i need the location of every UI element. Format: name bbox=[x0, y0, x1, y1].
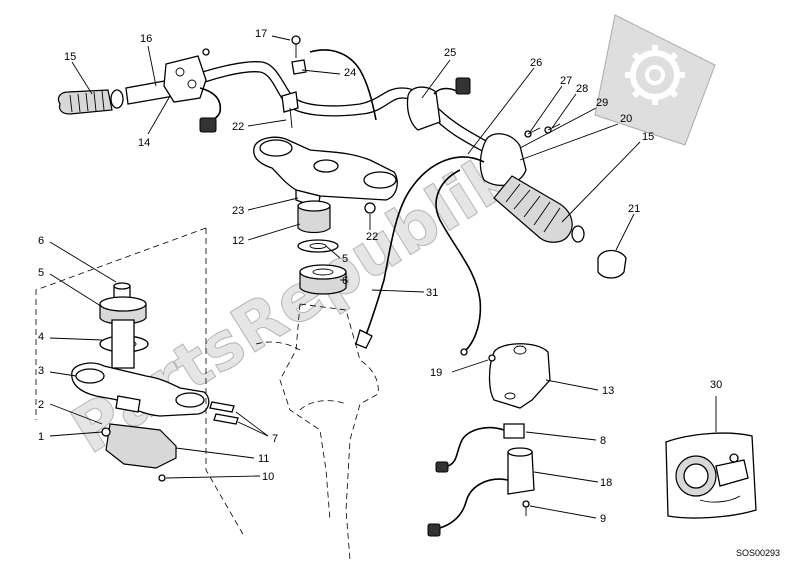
gear-icon bbox=[594, 14, 716, 146]
steering-head-stack bbox=[255, 200, 379, 561]
ignition-group bbox=[427, 343, 551, 537]
frame-outline bbox=[299, 303, 379, 561]
callout-19: 19 bbox=[430, 367, 442, 379]
inset-detail bbox=[665, 432, 757, 519]
callout-30: 30 bbox=[710, 379, 722, 391]
callout-28: 28 bbox=[576, 83, 588, 95]
callout-25: 25 bbox=[444, 47, 456, 59]
ignition-switch bbox=[507, 451, 535, 495]
callout-24: 24 bbox=[344, 67, 356, 79]
right-switch-connector bbox=[455, 77, 471, 95]
callout-7: 7 bbox=[272, 433, 278, 445]
callout-1: 1 bbox=[38, 431, 44, 443]
callout-14: 14 bbox=[138, 137, 150, 149]
right-bar-end bbox=[571, 225, 585, 243]
callout-17: 17 bbox=[255, 28, 267, 40]
callout-8: 8 bbox=[600, 435, 606, 447]
callout-10: 10 bbox=[262, 471, 274, 483]
callout-20: 20 bbox=[620, 113, 632, 125]
callout-23: 23 bbox=[232, 205, 244, 217]
callout-9: 9 bbox=[600, 513, 606, 525]
leader-lines bbox=[49, 35, 717, 519]
callout-11: 11 bbox=[258, 453, 269, 465]
callout-29: 29 bbox=[596, 97, 608, 109]
callout-15: 15 bbox=[64, 51, 76, 63]
handlebar-assembly bbox=[57, 35, 627, 356]
bar-end-weight bbox=[597, 249, 627, 279]
pinch-bolts bbox=[209, 401, 239, 425]
handlebar-tube bbox=[179, 61, 489, 153]
upper-triple-clamp bbox=[253, 136, 398, 214]
callout-4: 4 bbox=[38, 331, 44, 343]
drawing-code: SOS00293 bbox=[736, 548, 780, 558]
left-bar-end bbox=[110, 89, 124, 109]
callout-22-lower: 22 bbox=[366, 231, 378, 243]
callout-26: 26 bbox=[530, 57, 542, 69]
throttle-housing bbox=[479, 133, 527, 187]
lower-triple-clamp bbox=[35, 227, 245, 537]
callout-18: 18 bbox=[600, 477, 612, 489]
callout-5-right: 5 bbox=[342, 253, 348, 265]
right-switch-housing bbox=[406, 86, 441, 131]
left-grip bbox=[57, 89, 113, 115]
callout-6-right: 6 bbox=[342, 275, 348, 287]
callout-15-right: 15 bbox=[642, 131, 654, 143]
lock-plate bbox=[105, 423, 177, 469]
key-sensor bbox=[503, 423, 525, 439]
callout-labels: 15 16 14 17 24 22 25 26 27 28 29 20 15 2… bbox=[38, 28, 780, 558]
switch-bracket bbox=[488, 343, 551, 409]
callout-21: 21 bbox=[628, 203, 640, 215]
callout-22-upper: 22 bbox=[232, 121, 244, 133]
callout-27: 27 bbox=[560, 75, 572, 87]
callout-13: 13 bbox=[602, 385, 614, 397]
ring-nut bbox=[297, 205, 331, 234]
throttle-cable bbox=[363, 156, 485, 341]
callout-3: 3 bbox=[38, 365, 44, 377]
callout-5-left: 5 bbox=[38, 267, 44, 279]
callout-16: 16 bbox=[140, 33, 152, 45]
callout-12: 12 bbox=[232, 235, 244, 247]
callout-31: 31 bbox=[426, 287, 438, 299]
callout-2: 2 bbox=[38, 399, 44, 411]
callout-6-left: 6 bbox=[38, 235, 44, 247]
washer bbox=[297, 239, 339, 253]
left-switch-housing bbox=[163, 55, 207, 103]
left-switch-connector bbox=[199, 117, 217, 133]
